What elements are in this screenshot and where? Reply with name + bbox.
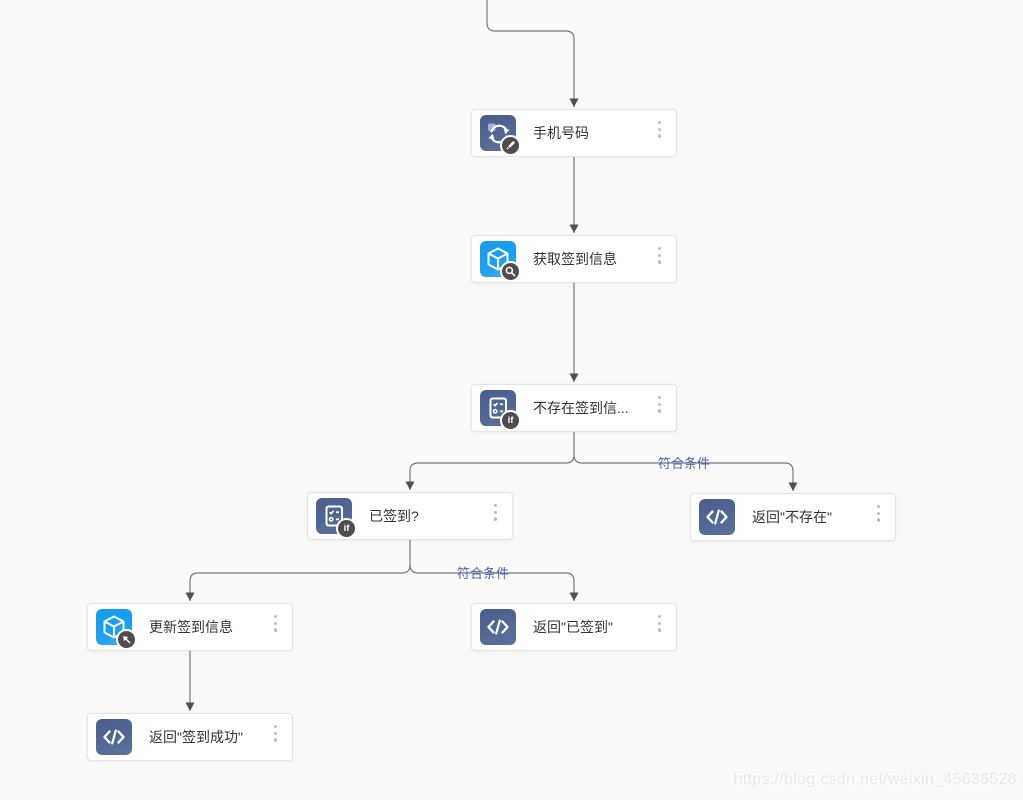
checklist-icon: if [480,390,521,431]
node-menu-button[interactable] [492,502,499,523]
cube-icon [480,241,521,282]
node-menu-button[interactable] [875,503,882,524]
if-badge-icon: if [336,518,357,539]
node-label: 返回"不存在" [752,509,832,525]
node-label: 获取签到信息 [533,251,617,267]
node-phone-number[interactable]: 手机号码 [471,109,677,157]
watermark-text: https://blog.csdn.net/weixin_45636528 [733,771,1017,788]
node-condition-already-checkin[interactable]: if 已签到? [307,492,513,540]
node-return-checkin-success[interactable]: 返回"签到成功" [87,713,293,761]
node-label: 更新签到信息 [149,619,233,635]
node-menu-button[interactable] [272,723,279,744]
edge-already-to-update-checkin [185,564,411,601]
node-label: 已签到? [369,508,419,524]
code-icon [480,609,516,645]
checklist-icon: if [316,498,357,539]
node-menu-button[interactable] [656,613,663,634]
node-label: 不存在签到信... [533,400,629,416]
cube-icon [96,609,137,650]
node-menu-button[interactable] [656,245,663,266]
edge-condition-to-return-not-exist [573,454,798,491]
magnifier-badge-icon [500,261,521,282]
node-label: 手机号码 [533,125,589,141]
branch-label-condition-met: 符合条件 [658,456,711,471]
edge-already-to-return-already [409,564,579,601]
node-get-checkin-info[interactable]: 获取签到信息 [471,235,677,283]
node-menu-button[interactable] [656,119,663,140]
node-menu-button[interactable] [656,394,663,415]
node-return-already-checkin[interactable]: 返回"已签到" [471,603,677,651]
code-icon [96,719,132,755]
node-label: 返回"签到成功" [149,729,243,745]
sync-field-icon [480,115,521,156]
pencil-badge-icon [500,135,521,156]
node-condition-checkin-not-exist[interactable]: if 不存在签到信... [471,384,677,432]
node-label: 返回"已签到" [533,619,613,635]
node-menu-button[interactable] [272,613,279,634]
node-return-not-exist[interactable]: 返回"不存在" [690,493,896,541]
arrow-up-left-badge-icon [116,629,137,650]
edge-entry-to-phone-number [486,0,579,107]
if-badge-icon: if [500,410,521,431]
edge-condition-to-already-checkin [405,454,575,490]
branch-label-condition-met: 符合条件 [457,566,510,581]
node-update-checkin-info[interactable]: 更新签到信息 [87,603,293,651]
code-icon [699,499,735,535]
